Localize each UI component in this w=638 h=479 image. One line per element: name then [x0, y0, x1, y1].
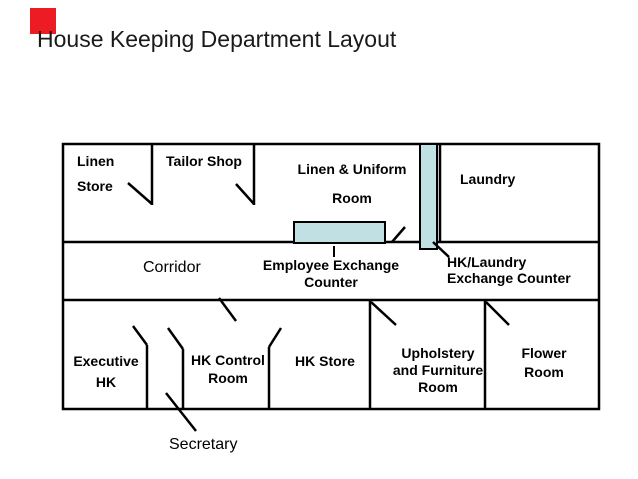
room-label-flower-line1: Flower [521, 345, 567, 361]
laundry-pass-column-shape [419, 143, 438, 250]
room-label-upholstery-line1: Upholstery [401, 345, 475, 361]
room-label-upholstery-line3: Room [418, 379, 458, 395]
label-employee-exchange-line2: Counter [304, 274, 358, 290]
room-label-flower-line2: Room [524, 364, 564, 380]
pointer-secretary [165, 392, 197, 432]
door-uniform-room [391, 226, 406, 243]
room-label-linen-uniform-line2: Room [332, 190, 372, 206]
room-label-hk-control-line2: Room [208, 370, 248, 386]
door-upholstery [370, 301, 397, 326]
room-label-hk-store: HK Store [295, 353, 355, 369]
room-label-executive-line2: HK [95, 374, 117, 390]
room-label-linen-store-line2: Store [77, 178, 113, 194]
label-hk-laundry-line2: Exchange Counter [447, 270, 571, 286]
door-tailor-shop [235, 183, 255, 205]
room-label-executive-hk: Executive HK [73, 351, 138, 393]
door-secretary-office [166, 327, 185, 350]
slide-title: House Keeping Department Layout [37, 26, 397, 52]
room-label-linen-store-line1: Linen [77, 153, 115, 169]
door-flower-room [485, 301, 510, 326]
room-label-upholstery-line2: and Furniture [392, 362, 484, 378]
wall-outer [61, 142, 601, 411]
room-label-linen-uniform-line1: Linen & Uniform [297, 161, 407, 177]
door-linen-store [127, 182, 153, 205]
room-label-hk-control-line1: HK Control [191, 352, 265, 368]
red-accent-square [30, 8, 56, 34]
room-label-hk-control-room: HK Control Room [191, 351, 265, 387]
label-hk-laundry-line1: HK/Laundry [447, 254, 527, 270]
pointer-hk-laundry-counter [432, 241, 450, 258]
room-label-flower-room: Flower Room [521, 344, 566, 382]
room-label-laundry: Laundry [460, 171, 516, 187]
door-executive-hk [131, 325, 149, 346]
employee-exchange-counter-shape [293, 221, 386, 244]
room-label-upholstery: Upholstery and Furniture Room [393, 345, 483, 396]
door-corridor [217, 297, 238, 322]
room-label-executive-line1: Executive [73, 353, 139, 369]
door-hk-control [267, 327, 283, 348]
label-employee-exchange-line1: Employee Exchange [262, 257, 400, 273]
label-secretary: Secretary [169, 436, 238, 453]
label-hk-laundry-exchange-counter: HK/Laundry Exchange Counter [447, 254, 571, 286]
label-employee-exchange-counter: Employee Exchange Counter [263, 257, 399, 291]
room-label-tailor-shop: Tailor Shop [166, 153, 242, 169]
room-label-corridor: Corridor [143, 259, 201, 276]
